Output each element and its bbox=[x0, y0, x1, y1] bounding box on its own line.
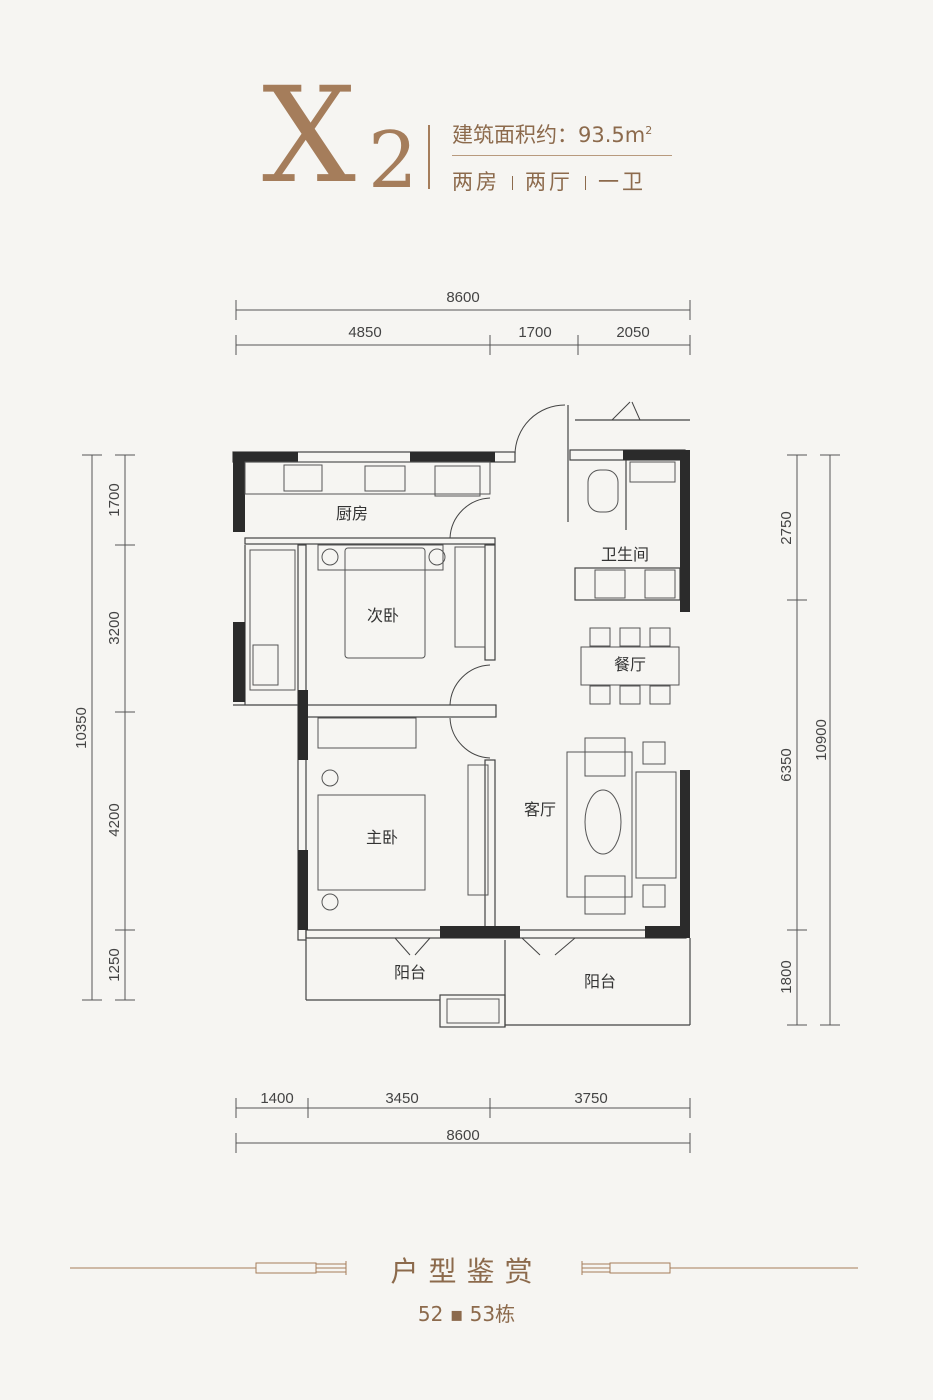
layout-summary: 两房 两厅 一卫 bbox=[452, 166, 646, 196]
dim-bottom-1: 1400 bbox=[260, 1090, 293, 1107]
layout-bath: 一卫 bbox=[598, 170, 646, 194]
wardrobe-icon bbox=[454, 546, 486, 648]
dim-right-2: 6350 bbox=[778, 748, 795, 781]
unit-type-letter: X bbox=[262, 59, 356, 213]
footer-title: 户型鉴赏 bbox=[390, 1255, 543, 1288]
balcony2-door-icon bbox=[521, 937, 576, 956]
master-bed-icon bbox=[317, 794, 426, 891]
room-balcony2: 阳台 bbox=[584, 972, 616, 991]
load-bearing-walls bbox=[233, 450, 690, 938]
dim-left-2: 3200 bbox=[106, 611, 123, 644]
kitchen-counter bbox=[244, 461, 491, 495]
balcony1-door-icon bbox=[394, 937, 431, 956]
dim-left-4: 1250 bbox=[106, 948, 123, 981]
room-kitchen: 厨房 bbox=[336, 504, 368, 523]
dim-top-total: 8600 bbox=[446, 289, 479, 306]
layout-halls: 两厅 bbox=[525, 170, 573, 194]
toilet-icon bbox=[587, 469, 619, 513]
bed-icon bbox=[344, 547, 426, 659]
tv-cabinet-icon bbox=[467, 764, 489, 896]
room-dining: 餐厅 bbox=[614, 655, 646, 674]
header-rule bbox=[452, 155, 672, 156]
furniture bbox=[244, 461, 680, 1024]
coffee-table-icon bbox=[584, 789, 622, 855]
room-bedroom2: 次卧 bbox=[367, 606, 399, 625]
dim-left-total: 10350 bbox=[73, 707, 90, 749]
washer-icon bbox=[644, 569, 676, 599]
sofa-icon bbox=[635, 771, 677, 879]
armchair-icon bbox=[584, 737, 626, 777]
bath-window-icon bbox=[611, 401, 641, 421]
bedroom2-door-icon bbox=[449, 664, 491, 706]
master-door-icon bbox=[449, 717, 491, 759]
dim-left-3: 4200 bbox=[106, 803, 123, 836]
dim-top-3: 2050 bbox=[616, 324, 649, 341]
dim-right-3: 1800 bbox=[778, 960, 795, 993]
dim-right-1: 2750 bbox=[778, 511, 795, 544]
floor-area: 建筑面积约：93.5m2 bbox=[452, 119, 652, 149]
fridge-icon bbox=[434, 465, 481, 497]
footer-ornament bbox=[70, 1261, 858, 1275]
balcony-ac-icon bbox=[446, 998, 500, 1024]
header-divider bbox=[428, 125, 430, 189]
dim-bottom-2: 3450 bbox=[385, 1090, 418, 1107]
dimension-labels: 8600 4850 1700 2050 1400 3450 3750 8600 … bbox=[73, 289, 830, 1144]
room-bathroom: 卫生间 bbox=[601, 545, 649, 564]
unit-type-number: 2 bbox=[368, 116, 418, 206]
dimension-lines bbox=[82, 300, 840, 1153]
armchair-icon bbox=[584, 875, 626, 915]
dim-top-2: 1700 bbox=[518, 324, 551, 341]
dim-right-total: 10900 bbox=[813, 719, 830, 761]
ac-unit-icon bbox=[252, 644, 279, 686]
room-balcony1: 阳台 bbox=[394, 963, 426, 982]
room-labels: 厨房 次卧 卫生间 餐厅 客厅 主卧 阳台 阳台 bbox=[336, 504, 649, 991]
area-unit-sup: 2 bbox=[645, 124, 653, 137]
dim-bottom-total: 8600 bbox=[446, 1127, 479, 1144]
rug-icon bbox=[566, 751, 633, 898]
basin-icon bbox=[594, 569, 626, 599]
dim-bottom-3: 3750 bbox=[574, 1090, 607, 1107]
dining-table-icon bbox=[580, 646, 680, 686]
doors bbox=[394, 401, 641, 956]
wardrobe-master-icon bbox=[317, 717, 417, 749]
stove-icon bbox=[283, 464, 323, 492]
sink-icon bbox=[364, 465, 406, 492]
floor-area-text: 建筑面积约：93.5m bbox=[452, 123, 646, 147]
building-numbers: 52 ▪ 53栋 bbox=[417, 1302, 516, 1326]
entry-door-icon bbox=[514, 404, 566, 456]
dim-left-1: 1700 bbox=[106, 483, 123, 516]
room-master: 主卧 bbox=[366, 828, 398, 847]
layout-bedrooms: 两房 bbox=[452, 170, 500, 194]
kitchen-door-icon bbox=[449, 497, 491, 539]
room-living: 客厅 bbox=[524, 800, 556, 819]
dim-top-1: 4850 bbox=[348, 324, 381, 341]
